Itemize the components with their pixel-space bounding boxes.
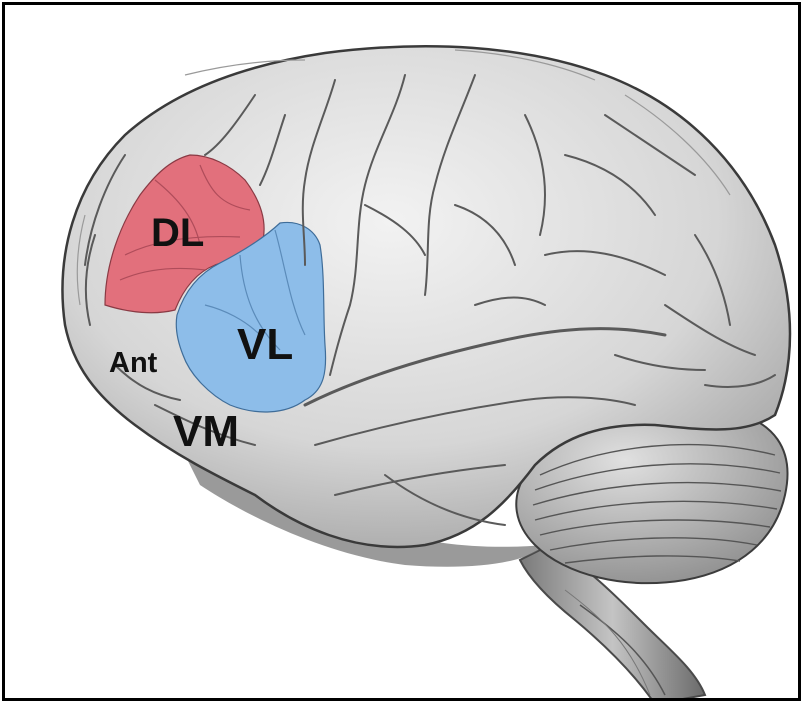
label-vm: VM <box>173 410 239 454</box>
label-vl: VL <box>237 323 293 367</box>
label-ant: Ant <box>109 349 157 378</box>
label-dl: DL <box>151 213 204 253</box>
figure-frame: DL VL Ant VM <box>2 2 801 701</box>
